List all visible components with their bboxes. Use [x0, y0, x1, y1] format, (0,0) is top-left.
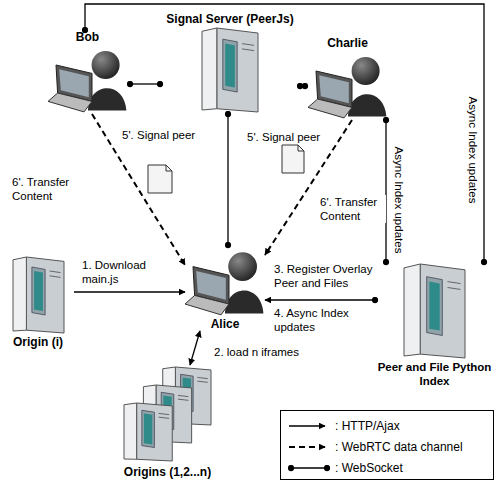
server-icon [11, 255, 66, 335]
peer-node: Bob [45, 30, 130, 114]
legend-sample [285, 416, 333, 436]
edge-label: 3. Register Overlay Peer and Files [272, 262, 376, 290]
websocket-connector [265, 299, 375, 300]
node-label: Charlie [327, 36, 368, 50]
server-node: Origin (i) [2, 255, 74, 349]
legend-sample [285, 437, 333, 457]
person-icon [185, 245, 265, 317]
legend-text: : WebRTC data channel [335, 440, 463, 454]
person-icon [48, 44, 128, 114]
http-connector [74, 291, 185, 292]
http-connector [190, 331, 200, 365]
index-node: Peer and File Python Index [375, 262, 494, 388]
legend-text: : WebSocket [335, 461, 403, 475]
peer-node: Charlie [305, 36, 390, 120]
websocket-connector [85, 4, 484, 262]
edge-label: 6'. Transfer Content [10, 175, 84, 203]
edge-label: Async Index updates [466, 95, 480, 206]
websocket-connector [130, 83, 160, 84]
node-label: Origins (1,2...n) [124, 465, 211, 479]
edge-label: 2. load n iframes [212, 345, 301, 359]
stack-icon [120, 365, 215, 465]
paper-icon [282, 145, 304, 173]
legend-row: : WebSocket [281, 458, 493, 478]
server-stack-node: Origins (1,2...n) [120, 365, 215, 479]
websocket-connector [385, 120, 386, 262]
edge-label: 5'. Signal peer [245, 130, 322, 144]
legend-row: : HTTP/Ajax [281, 416, 493, 436]
paper-icon [148, 165, 172, 193]
node-label: Alice [211, 317, 240, 331]
edge-label: 6'. Transfer Content [318, 195, 386, 223]
edge-label: Async Index updates [392, 145, 406, 256]
node-label: Origin (i) [13, 335, 63, 349]
edge-label: 5'. Signal peer [120, 128, 197, 142]
person-icon [308, 50, 388, 120]
edge-label: 1. Download main.js [80, 258, 179, 286]
websocket-connector [227, 114, 228, 245]
legend-row: : WebRTC data channel [281, 437, 493, 457]
node-label: Bob [76, 30, 99, 44]
server-node: Signal Server (PeerJs) [160, 12, 300, 114]
node-label: Signal Server (PeerJs) [166, 12, 293, 26]
legend-text: : HTTP/Ajax [335, 419, 400, 433]
server-icon [200, 26, 260, 114]
peer-node: Alice [185, 245, 265, 331]
node-label: Peer and File Python Index [375, 360, 494, 388]
server-icon [402, 262, 467, 360]
legend-sample [285, 458, 333, 478]
legend-box: : HTTP/Ajax : WebRTC data channel : WebSoc… [280, 410, 494, 480]
edge-label: 4. Async Index updates [272, 306, 386, 334]
websocket-connector [300, 85, 305, 86]
